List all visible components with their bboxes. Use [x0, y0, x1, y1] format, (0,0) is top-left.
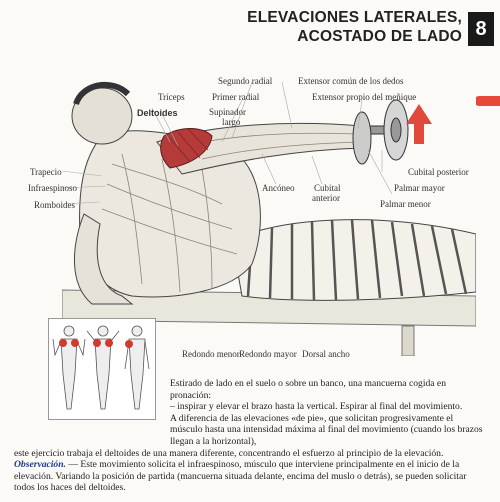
leader-lines [62, 81, 393, 205]
label-deltoides: Deltoides [137, 108, 178, 118]
label-palmar-mayor: Palmar mayor [394, 183, 445, 193]
label-cubital: Cubital [314, 183, 341, 193]
anatomical-illustration [62, 64, 476, 356]
label-triceps: Tríceps [158, 92, 185, 102]
label-redondo-mayor: Redondo mayor [239, 349, 297, 359]
paragraph-3a: A diferencia de las elevaciones «de pie»… [170, 412, 483, 447]
label-cubital-posterior: Cubital posterior [408, 167, 469, 177]
label-largo: largo [222, 117, 241, 127]
red-tab-marker [474, 96, 500, 106]
torso-muscle-lines [101, 153, 238, 293]
title-line-1: ELEVACIONES LATERALES, [247, 9, 462, 26]
movement-arrow [406, 104, 432, 144]
label-segundo-radial: Segundo radial [218, 76, 273, 86]
label-extensor-propio: Extensor propio del meñique [312, 92, 417, 102]
page-title: ELEVACIONES LATERALES, ACOSTADO DE LADO [247, 8, 462, 46]
label-supinador: Supinador [209, 107, 246, 117]
label-romboides: Romboides [34, 200, 76, 210]
observation-heading: Observación. [14, 459, 66, 471]
observation-paragraph: Observación. — Este movimiento solicita … [14, 459, 488, 494]
chapter-number-badge: 8 [468, 12, 494, 46]
label-trapecio: Trapecio [30, 167, 62, 177]
label-palmar-menor: Palmar menor [380, 199, 431, 209]
inset-figures [48, 318, 156, 420]
paragraph-2: – inspirar y elevar el brazo hasta la ve… [170, 401, 463, 413]
label-dorsal-ancho: Dorsal ancho [302, 349, 350, 359]
legs [231, 219, 476, 301]
label-anterior: anterior [312, 193, 340, 203]
observation-text: — Este movimiento solicita el infraespin… [14, 459, 467, 494]
supporting-arm [73, 213, 134, 305]
title-line-2: ACOSTADO DE LADO [297, 28, 462, 45]
dumbbell [352, 99, 409, 165]
paragraph-3b: este ejercicio trabaja el deltoides de u… [14, 447, 444, 459]
bench-leg-right [401, 325, 415, 356]
label-primer-radial: Primer radial [212, 92, 260, 102]
paragraph-1: Estirado de lado en el suelo o sobre un … [170, 378, 446, 401]
description-text: Estirado de lado en el suelo o sobre un … [14, 378, 488, 494]
label-extensor-comun: Extensor común de los dedos [298, 76, 404, 86]
label-redondo-menor: Redondo menor [182, 349, 240, 359]
anatomy-silhouettes [52, 325, 150, 410]
head [71, 87, 133, 145]
label-infraespinoso: Infraespinoso [28, 183, 77, 193]
label-anconeo: Ancóneo [262, 183, 295, 193]
